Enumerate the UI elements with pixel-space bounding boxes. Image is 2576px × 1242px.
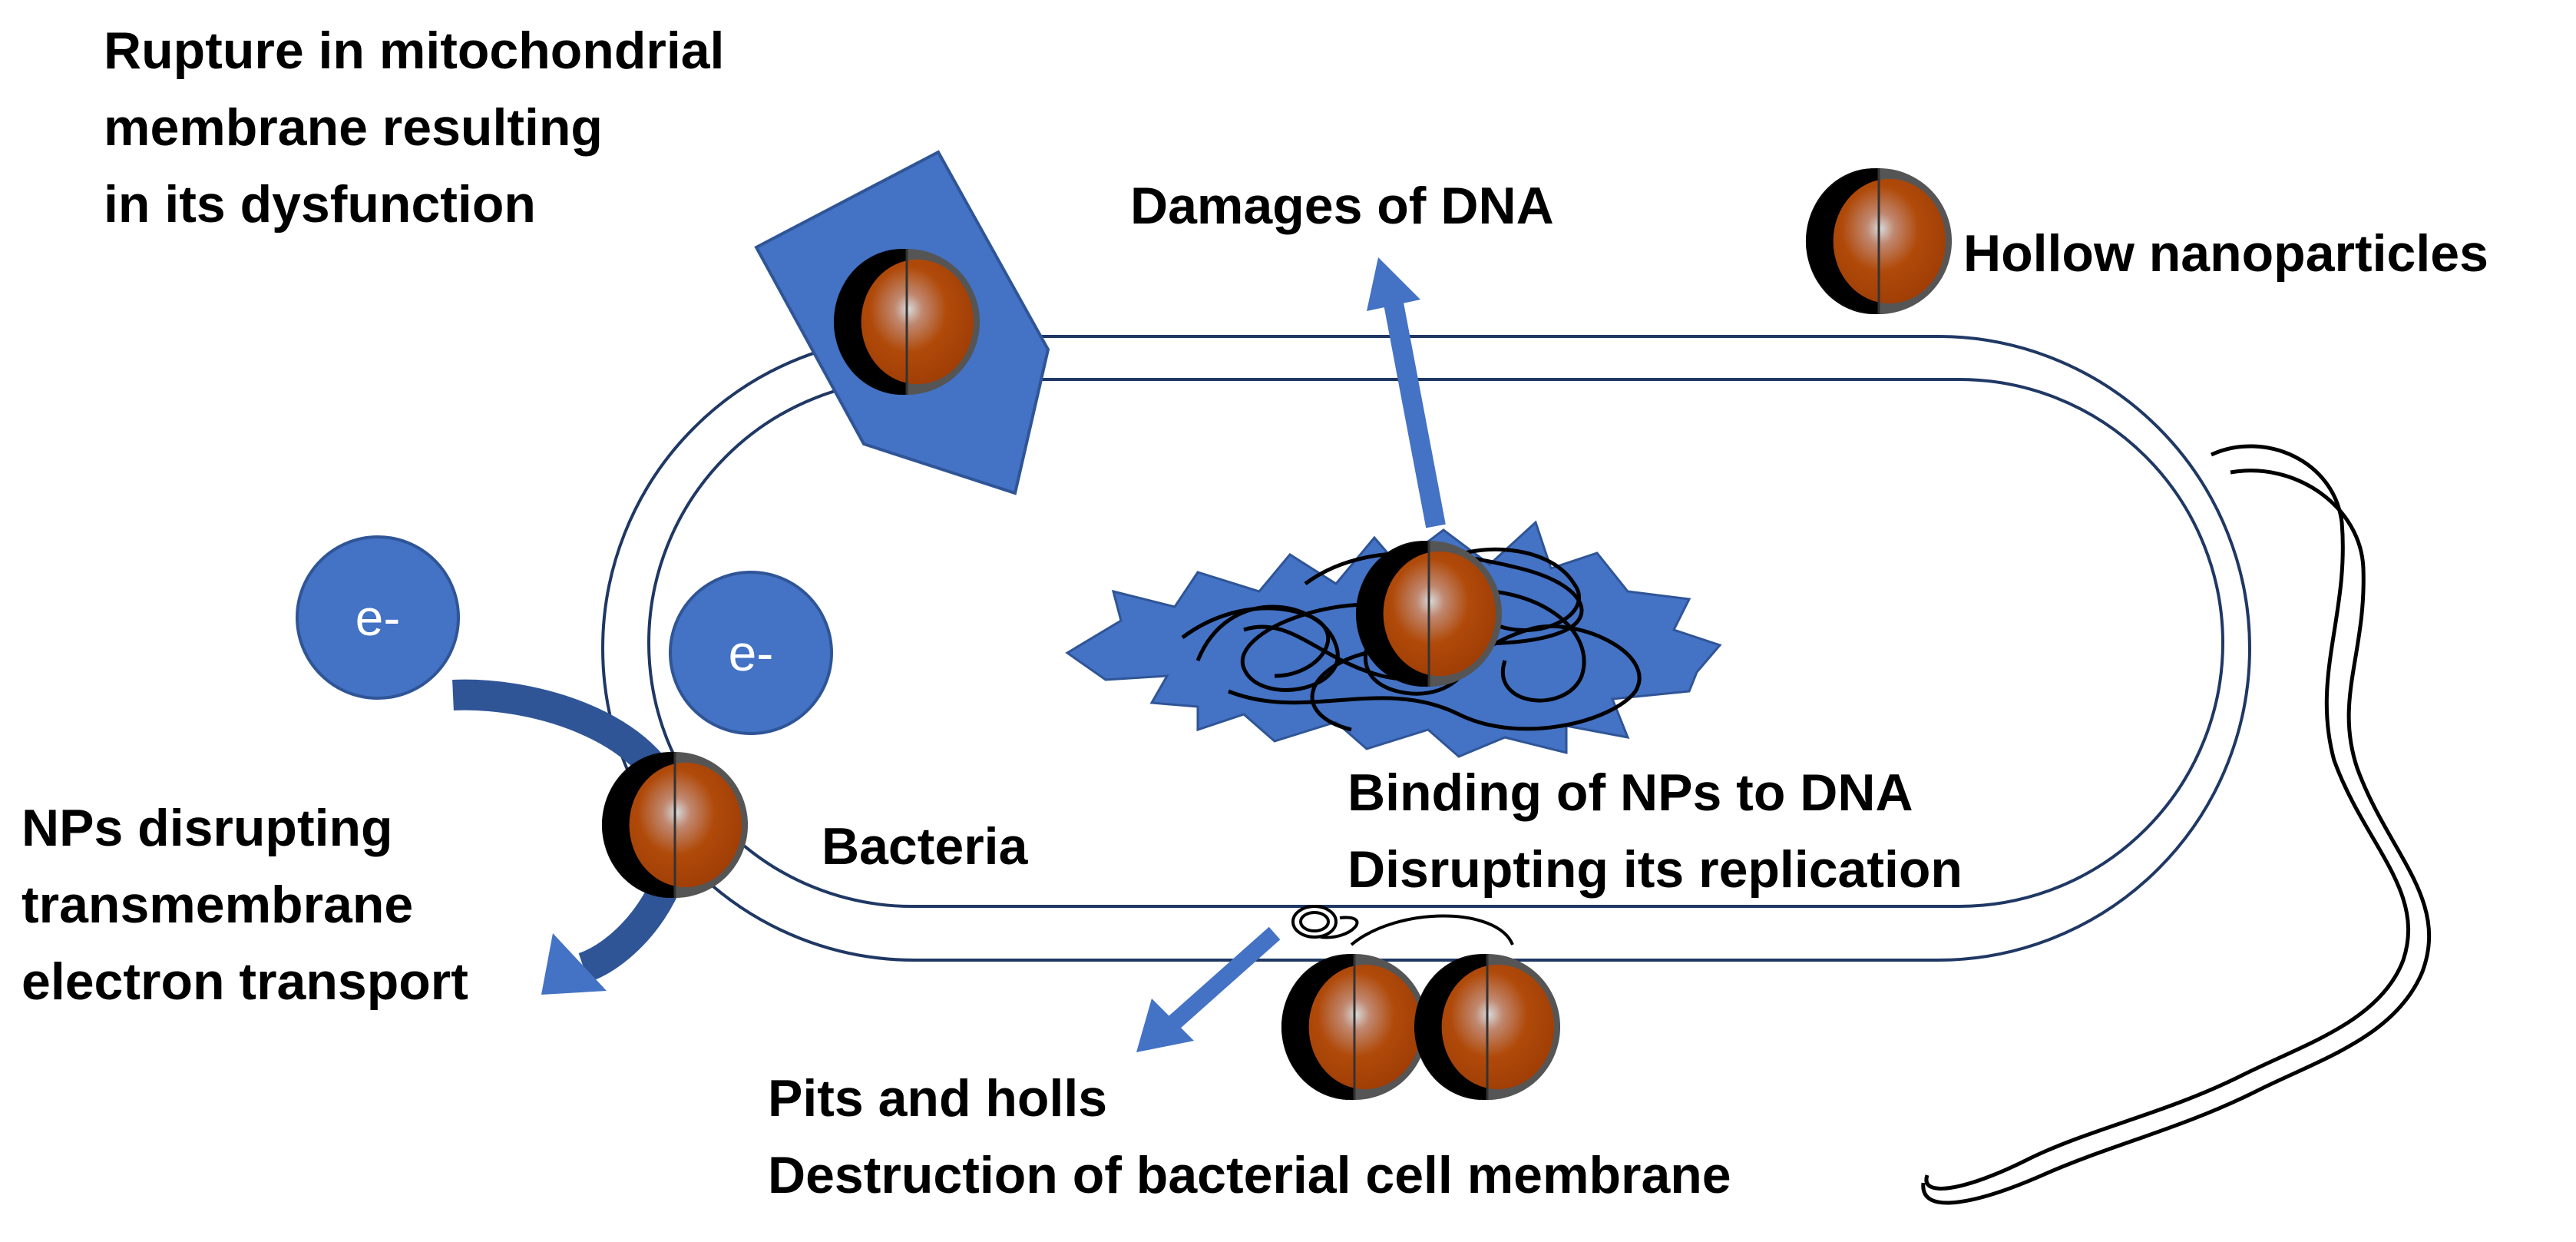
label-electron-transport-line-3: electron transport: [21, 952, 468, 1011]
nanoparticle-membrane-transport: [600, 750, 749, 899]
label-mitochondria: Rupture in mitochondrial membrane result…: [104, 12, 724, 243]
label-membrane-damage-line-2: Destruction of bacterial cell membrane: [768, 1146, 1731, 1204]
label-bacteria: Bacteria: [822, 817, 1028, 876]
label-electron-transport-line-2: transmembrane: [21, 876, 414, 934]
electron-inside: e-: [669, 571, 833, 735]
arrow-dna-damage: [1367, 257, 1446, 528]
label-dna-binding-line-1: Binding of NPs to DNA: [1348, 763, 1913, 822]
nanoparticle-dna: [1354, 539, 1503, 688]
nanoparticle-mitochondrion: [832, 247, 981, 396]
electron-inside-label: e-: [729, 624, 774, 681]
bacteria-inner-membrane: [647, 378, 2224, 908]
label-membrane-damage-line-1: Pits and holls: [768, 1069, 1108, 1128]
electron-outside-label: e-: [355, 589, 401, 646]
label-mitochondria-line-3: in its dysfunction: [104, 175, 536, 233]
label-dna-binding: Binding of NPs to DNA Disrupting its rep…: [1348, 754, 1963, 908]
label-electron-transport-line-1: NPs disrupting: [21, 799, 393, 857]
label-hollow-nanoparticles: Hollow nanoparticles: [1963, 224, 2488, 283]
label-dna-damage: Damages of DNA: [1130, 177, 1554, 235]
label-dna-binding-line-2: Disrupting its replication: [1348, 840, 1963, 899]
label-electron-transport: NPs disrupting transmembrane electron tr…: [21, 790, 468, 1020]
membrane-pit-coil: [1291, 905, 1514, 946]
flagellum: [1921, 444, 2432, 1205]
label-mitochondria-line-2: membrane resulting: [104, 98, 603, 157]
electron-outside: e-: [296, 535, 460, 700]
bacteria-outer-membrane: [601, 335, 2251, 962]
label-membrane-damage: Pits and holls Destruction of bacterial …: [768, 1060, 1731, 1214]
nanoparticle-legend: [1804, 167, 1953, 316]
arrow-membrane-damage: [1136, 926, 1281, 1052]
label-mitochondria-line-1: Rupture in mitochondrial: [104, 22, 725, 80]
